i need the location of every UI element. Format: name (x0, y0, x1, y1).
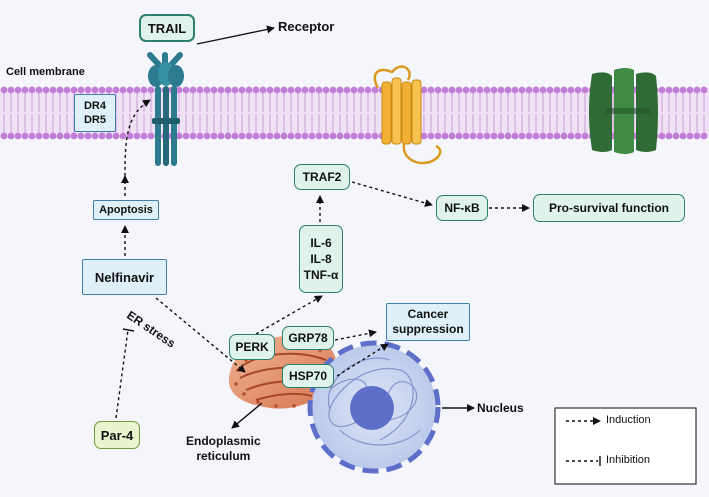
cell-membrane-label: Cell membrane (6, 66, 85, 78)
il8-label: IL-8 (310, 252, 332, 266)
trail-receptor-icon (147, 52, 184, 166)
legend (554, 407, 697, 485)
legend-induction-label: Induction (606, 414, 651, 426)
nfkb-box: NF-κB (436, 195, 488, 221)
nelfinavir-box: Nelfinavir (82, 259, 167, 295)
grp78-box: GRP78 (282, 326, 334, 350)
cytokines-box: IL-6 IL-8 TNF-α (299, 225, 343, 293)
gpcr-icon (373, 65, 442, 165)
perk-box: PERK (229, 334, 275, 360)
inhibition-arrow (115, 328, 135, 419)
nucleus-label: Nucleus (477, 401, 524, 415)
solid-arrows (196, 25, 475, 429)
tnfa-label: TNF-α (303, 268, 339, 282)
er-label: Endoplasmic reticulum (186, 434, 261, 464)
cancer-label: Cancer (407, 307, 449, 321)
apoptosis-box: Apoptosis (93, 200, 159, 220)
er-label-line1: Endoplasmic (186, 434, 261, 448)
suppression-label: suppression (392, 322, 464, 336)
par4-box: Par-4 (94, 421, 140, 449)
er-label-line2: reticulum (196, 449, 251, 463)
receptor-label: Receptor (278, 19, 335, 34)
hsp70-box: HSP70 (282, 364, 334, 388)
dr5-label: DR5 (83, 114, 106, 126)
traf2-box: TRAF2 (294, 164, 350, 190)
nucleus-icon (307, 340, 441, 474)
induction-arrows (121, 99, 530, 377)
legend-inhibition-label: Inhibition (606, 454, 651, 466)
dr4-label: DR4 (83, 100, 106, 112)
ion-channel-icon (589, 68, 658, 154)
cancer-suppression-box: Cancer suppression (386, 303, 470, 341)
il6-label: IL-6 (310, 236, 332, 250)
trail-box: TRAIL (139, 14, 195, 42)
dr4-dr5-box: DR4 DR5 (74, 94, 116, 132)
pro-survival-box: Pro-survival function (533, 194, 685, 222)
